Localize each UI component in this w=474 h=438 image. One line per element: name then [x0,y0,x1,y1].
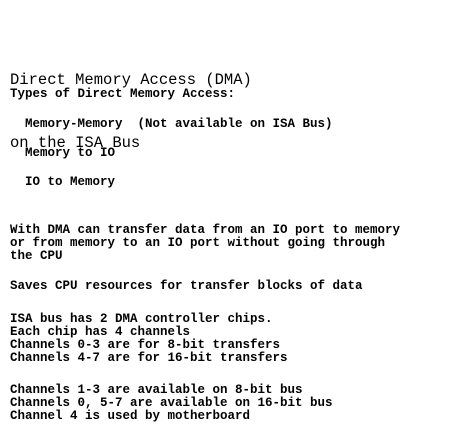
types-item-memory-memory: Memory-Memory (Not available on ISA Bus) [25,117,333,131]
title-line-1: Direct Memory Access (DMA) [10,71,252,89]
types-heading: Types of Direct Memory Access: [10,87,236,101]
paragraph-line: Channel 4 is used by motherboard [10,409,251,423]
paragraph-line: the CPU [10,249,63,263]
paragraph-line: or from memory to an IO port without goi… [10,236,386,250]
types-item-memory-to-io: Memory to IO [25,146,116,160]
page-title: Direct Memory Access (DMA) on the ISA Bu… [10,28,252,175]
paragraph-line: ISA bus has 2 DMA controller chips. [10,312,273,326]
types-item-io-to-memory: IO to Memory [25,175,116,189]
paragraph-line: Channels 0, 5-7 are available on 16-bit … [10,396,333,410]
paragraph-line: With DMA can transfer data from an IO po… [10,223,401,237]
paragraph-line: Channels 0-3 are for 8-bit transfers [10,338,281,352]
title-line-2: on the ISA Bus [10,134,141,152]
paragraph-line: Channels 1-3 are available on 8-bit bus [10,383,303,397]
paragraph-line: Channels 4-7 are for 16-bit transfers [10,351,288,365]
paragraph-line: Saves CPU resources for transfer blocks … [10,279,363,293]
paragraph-line: Each chip has 4 channels [10,325,191,339]
